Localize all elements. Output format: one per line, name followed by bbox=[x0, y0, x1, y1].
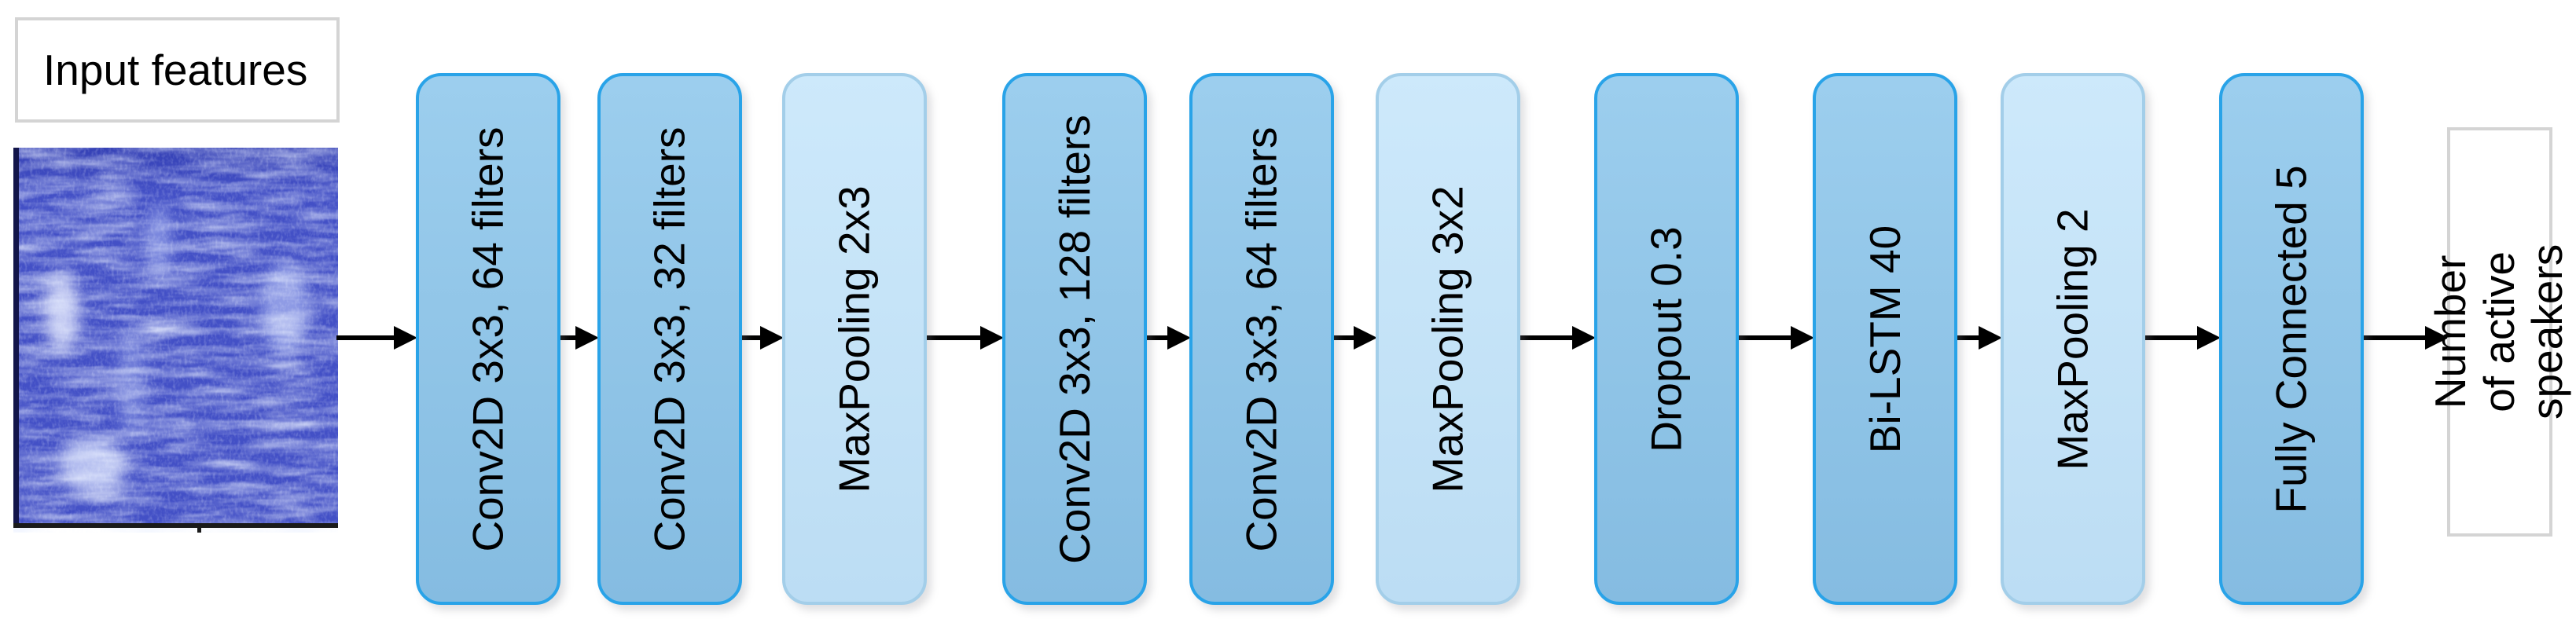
output-label: Number of active speakers bbox=[2427, 127, 2572, 537]
arrow-head-icon bbox=[1791, 326, 1814, 350]
layer-label: Dropout 0.3 bbox=[1642, 225, 1692, 452]
layer-label: Conv2D 3x3, 32 filters bbox=[645, 126, 694, 552]
arrow-shaft bbox=[1957, 335, 1982, 340]
layer-label: Conv2D 3x3, 64 filters bbox=[1237, 126, 1286, 552]
arrow-shaft bbox=[560, 335, 579, 340]
output-label-text: Number of active speakers bbox=[2426, 244, 2572, 420]
layer-block-conv2d-32: Conv2D 3x3, 32 filters bbox=[597, 73, 742, 605]
layer-block-maxpool-2x3: MaxPooling 2x3 bbox=[782, 73, 927, 605]
arrow-shaft bbox=[2364, 335, 2428, 340]
layer-label: MaxPooling 2x3 bbox=[830, 185, 879, 493]
layer-block-conv2d-64: Conv2D 3x3, 64 filters bbox=[416, 73, 560, 605]
arrow-shaft bbox=[2145, 335, 2200, 340]
layer-label: MaxPooling 2 bbox=[2049, 207, 2097, 471]
arrow-shaft bbox=[336, 335, 397, 340]
arrow-head-icon bbox=[394, 326, 417, 350]
arrow-head-icon bbox=[1572, 326, 1596, 350]
spectrogram-graphic bbox=[13, 148, 338, 533]
layer-block-bilstm: Bi-LSTM 40 bbox=[1813, 73, 1957, 605]
arrow-shaft bbox=[742, 335, 763, 340]
layer-label: Conv2D 3x3, 64 filters bbox=[464, 126, 513, 552]
arrow-head-icon bbox=[2425, 326, 2449, 350]
layer-block-maxpool-3x2: MaxPooling 3x2 bbox=[1376, 73, 1520, 605]
arrow-shaft bbox=[1739, 335, 1794, 340]
layer-label: MaxPooling 3x2 bbox=[1424, 185, 1472, 493]
arrow-shaft bbox=[927, 335, 983, 340]
layer-label: Conv2D 3x3, 128 filters bbox=[1050, 114, 1099, 564]
input-features-text: Input features bbox=[43, 46, 308, 94]
layer-block-maxpool-2: MaxPooling 2 bbox=[2001, 73, 2145, 605]
arrow-head-icon bbox=[980, 326, 1004, 350]
input-features-label: Input features bbox=[15, 17, 340, 123]
arrow-head-icon bbox=[1354, 326, 1377, 350]
layer-block-dropout: Dropout 0.3 bbox=[1594, 73, 1739, 605]
layer-block-conv2d-128: Conv2D 3x3, 128 filters bbox=[1002, 73, 1147, 605]
input-spectrogram-image bbox=[13, 148, 338, 533]
layer-label: Fully Connected 5 bbox=[2267, 164, 2316, 514]
arrow-shaft bbox=[1520, 335, 1575, 340]
arrow-shaft bbox=[1334, 335, 1357, 340]
arrow-head-icon bbox=[2197, 326, 2221, 350]
arrow-head-icon bbox=[1167, 326, 1191, 350]
arrow-head-icon bbox=[760, 326, 784, 350]
layer-block-conv2d-64-2: Conv2D 3x3, 64 filters bbox=[1189, 73, 1334, 605]
layer-block-fully-connected: Fully Connected 5 bbox=[2219, 73, 2364, 605]
arrow-head-icon bbox=[1979, 326, 2002, 350]
arrow-shaft bbox=[1147, 335, 1170, 340]
layer-label: Bi-LSTM 40 bbox=[1861, 225, 1909, 453]
arrow-head-icon bbox=[575, 326, 599, 350]
